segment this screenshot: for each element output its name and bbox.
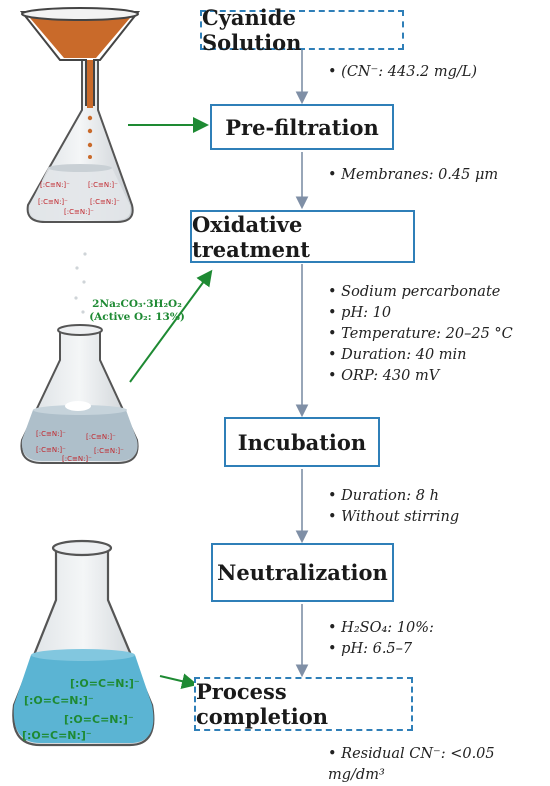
note-item: Duration: 8 h xyxy=(328,486,459,507)
flask1-ion-2: [:C≡N:]⁻ xyxy=(88,181,118,189)
flask-filtration-icon xyxy=(19,7,141,223)
step-pre-filtration: Pre-filtration xyxy=(210,104,394,150)
flask1-ion-3: [:C≡N:]⁻ xyxy=(38,198,68,206)
step-label: Incubation xyxy=(237,429,367,455)
flask2-ion-5: [:C≡N:]⁻ xyxy=(62,455,92,463)
note-item: H₂SO₄: 10%: xyxy=(328,618,434,639)
step-label: Pre-filtration xyxy=(225,114,379,140)
flask3-ion-1: [:O=C=N:]⁻ xyxy=(70,677,140,690)
note-incubation: Duration: 8 h Without stirring xyxy=(328,486,459,528)
step-cyanide-solution: Cyanide Solution xyxy=(200,5,404,55)
note-item: Without stirring xyxy=(328,507,459,528)
flask1-ion-5: [:C≡N:]⁻ xyxy=(64,208,94,216)
note-item: pH: 10 xyxy=(328,303,513,324)
step-label: Oxidative treatment xyxy=(192,211,310,262)
note-item: Temperature: 20–25 °C xyxy=(328,324,513,345)
flask2-ion-4: [:C≡N:]⁻ xyxy=(94,447,124,455)
flask2-ion-2: [:C≡N:]⁻ xyxy=(86,433,116,441)
reagent-label: 2Na₂CO₃·3H₂O₂ (Active O₂: 13%) xyxy=(74,298,200,324)
flask1-ion-1: [:C≡N:]⁻ xyxy=(40,181,70,189)
note-item: Duration: 40 min xyxy=(328,345,513,366)
flask3-ion-2: [:O=C=N:]⁻ xyxy=(24,694,94,707)
note-neutralization: H₂SO₄: 10%: pH: 6.5–7 xyxy=(328,618,434,660)
flask-cyanate-icon xyxy=(12,539,155,747)
flask-percarbonate-icon xyxy=(20,252,139,464)
note-item: (CN⁻: 443.2 mg/L) xyxy=(328,62,477,83)
step-incubation: Incubation xyxy=(224,417,380,467)
reagent-active-oxygen: (Active O₂: 13%) xyxy=(89,311,185,323)
note-completion: Residual CN⁻: <0.05 mg/dm³ xyxy=(328,744,550,786)
step-process-completion: Process completion xyxy=(194,677,413,731)
step-neutralization: Neutralization xyxy=(211,543,394,602)
note-item: Sodium percarbonate xyxy=(328,282,513,303)
green-arrow-completion xyxy=(159,673,198,690)
note-item: pH: 6.5–7 xyxy=(328,639,434,660)
step-oxidative-treatment: Oxidative treatment xyxy=(190,210,415,263)
flask3-ion-4: [:O=C=N:]⁻ xyxy=(22,729,92,742)
note-oxidative: Sodium percarbonate pH: 10 Temperature: … xyxy=(328,282,513,387)
flask2-ion-3: [:C≡N:]⁻ xyxy=(36,446,66,454)
step-label: Neutralization xyxy=(217,560,388,585)
note-item: Residual CN⁻: <0.05 mg/dm³ xyxy=(328,744,550,786)
note-item: Membranes: 0.45 μm xyxy=(328,165,498,186)
note-cyanide: (CN⁻: 443.2 mg/L) xyxy=(328,62,477,83)
step-label: Cyanide Solution xyxy=(202,5,302,55)
flask1-ion-4: [:C≡N:]⁻ xyxy=(90,198,120,206)
flask2-ion-1: [:C≡N:]⁻ xyxy=(36,430,66,438)
step-label: Process completion xyxy=(196,679,328,729)
note-prefiltration: Membranes: 0.45 μm xyxy=(328,165,498,186)
reagent-formula: 2Na₂CO₃·3H₂O₂ xyxy=(92,298,182,310)
flask3-ion-3: [:O=C=N:]⁻ xyxy=(64,713,134,726)
note-item: ORP: 430 mV xyxy=(328,366,513,387)
green-arrow-oxidative xyxy=(129,269,213,383)
